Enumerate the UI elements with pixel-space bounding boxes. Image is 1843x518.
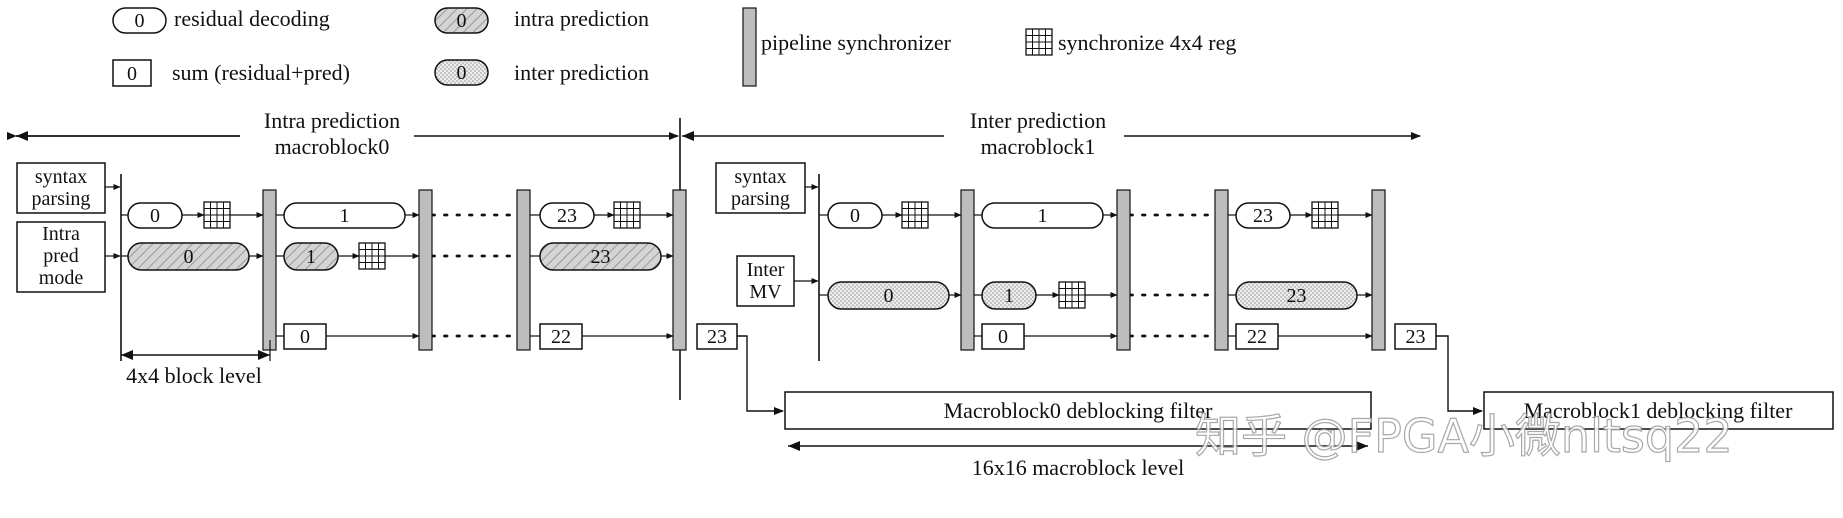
mb0-sync-bar-2 <box>418 189 433 351</box>
mb0-sync-reg-res <box>203 201 231 229</box>
mb0-deblocking-filter-label: Macroblock0 deblocking filter <box>944 398 1213 423</box>
mb1-res-block-1-label: 1 <box>1038 205 1048 227</box>
mb1-res-block-23-label: 23 <box>1253 205 1273 227</box>
syntax-parsing-right-line1: syntax <box>734 166 786 188</box>
legend-sum-symbol <box>112 59 152 87</box>
mb1-inter-block-1-label: 1 <box>1004 285 1014 307</box>
inter-mv-box <box>736 255 795 307</box>
mb1-deblocking-filter-box <box>1483 391 1834 430</box>
mb0-intra-block-1-label: 1 <box>306 246 316 268</box>
mb0-sync-bar-4 <box>672 189 687 351</box>
intra-arrow-left <box>16 131 28 141</box>
syntax-parsing-right-line2: parsing <box>731 188 790 210</box>
inter-section-subtitle: macroblock1 <box>981 134 1096 159</box>
syntax-parsing-left-line1: syntax <box>35 166 87 188</box>
intra-pred-mode-line3: mode <box>39 267 84 289</box>
legend-residual-label: residual decoding <box>174 6 330 31</box>
mb1-sync-bar-1 <box>960 189 975 351</box>
mb1-res-block-0-label: 0 <box>850 205 860 227</box>
legend-residual-symbol-text: 0 <box>135 10 145 32</box>
syntax-parsing-box-right <box>715 162 806 214</box>
legend-sync-bar <box>742 7 757 87</box>
mb1-to-deblock-arrow <box>1436 335 1483 415</box>
macroblock0-pipeline: syntax parsing Intra pred mode 0 1 23 0 <box>16 162 784 415</box>
inter-mv-line1: Inter <box>747 259 785 281</box>
legend-sync-label: pipeline synchronizer <box>761 30 952 55</box>
mb1-sync-bar-2 <box>1116 189 1131 351</box>
mb0-sum-block-23-label: 23 <box>707 326 727 348</box>
mb1-inter-block-0-label: 0 <box>884 285 894 307</box>
mb0-sum-block-22-label: 22 <box>551 326 571 348</box>
syntax-parsing-left-line2: parsing <box>32 188 91 210</box>
legend-sum-symbol-text: 0 <box>127 63 137 85</box>
watermark-text: 知乎 @FPGA小微nltsq22 <box>1195 409 1733 463</box>
mb0-sync-bar-1 <box>262 189 277 351</box>
legend-intra-symbol <box>434 7 489 34</box>
intra-pred-mode-box <box>16 221 106 293</box>
mb1-sync-bar-3 <box>1214 189 1229 351</box>
mb0-res-block-0-label: 0 <box>150 205 160 227</box>
mb1-sync-reg-res-23 <box>1311 201 1339 229</box>
inter-mv-line2: MV <box>749 281 782 303</box>
mb1-sync-bar-4 <box>1371 189 1386 351</box>
legend-grid-icon <box>1025 28 1053 56</box>
mb1-sync-reg-inter <box>1058 281 1086 309</box>
mb0-sum-block-23 <box>696 323 738 350</box>
legend-residual-symbol <box>112 7 167 34</box>
mb1-sum-block-22-label: 22 <box>1247 326 1267 348</box>
intra-pred-mode-line2: pred <box>43 245 79 267</box>
legend-inter-symbol <box>434 59 489 86</box>
legend-inter-symbol-text: 0 <box>457 62 467 84</box>
legend-intra-symbol-text: 0 <box>457 10 467 32</box>
mb1-sum-block-0-label: 0 <box>998 326 1008 348</box>
mb0-sync-reg-res-23 <box>613 201 641 229</box>
mb0-sync-bar-3 <box>516 189 531 351</box>
syntax-parsing-box-left <box>16 162 106 214</box>
legend-sum-label: sum (residual+pred) <box>172 60 350 85</box>
mb0-res-block-23-label: 23 <box>557 205 577 227</box>
mb1-sync-reg-res <box>901 201 929 229</box>
mb0-sync-reg-intra <box>358 242 386 270</box>
section-headers: Intra prediction macroblock0 Inter predi… <box>6 108 1421 400</box>
intra-section-subtitle: macroblock0 <box>275 134 390 159</box>
mb0-res-block-1-label: 1 <box>340 205 350 227</box>
mb1-inter-block-23-label: 23 <box>1287 285 1307 307</box>
mb0-to-deblock-arrow <box>737 335 784 415</box>
mb0-deblocking-filter-box <box>784 391 1372 430</box>
macroblock1-pipeline: syntax parsing Inter MV 0 1 23 0 1 <box>715 162 1483 415</box>
block-level-label: 4x4 block level <box>126 363 262 388</box>
mb1-deblocking-filter-label: Macroblock1 deblocking filter <box>1524 398 1793 423</box>
macroblock-level-label: 16x16 macroblock level <box>972 455 1185 480</box>
legend: 0 residual decoding 0 sum (residual+pred… <box>112 6 1236 87</box>
legend-reg-label: synchronize 4x4 reg <box>1058 30 1236 55</box>
intra-section-title: Intra prediction <box>264 108 400 133</box>
intra-pred-mode-line1: Intra <box>42 223 80 245</box>
deblocking-filters: Macroblock0 deblocking filter Macroblock… <box>784 391 1834 480</box>
mb0-intra-block-0-label: 0 <box>184 246 194 268</box>
legend-intra-label: intra prediction <box>514 6 649 31</box>
mb0-sum-block-0-label: 0 <box>300 326 310 348</box>
mb0-sum-block-0 <box>283 323 327 350</box>
inter-section-title: Inter prediction <box>970 108 1106 133</box>
legend-inter-label: inter prediction <box>514 60 649 85</box>
mb0-intra-block-23-label: 23 <box>591 246 611 268</box>
mb1-sum-block-23-label: 23 <box>1406 326 1426 348</box>
inter-arrow-left <box>682 131 694 141</box>
